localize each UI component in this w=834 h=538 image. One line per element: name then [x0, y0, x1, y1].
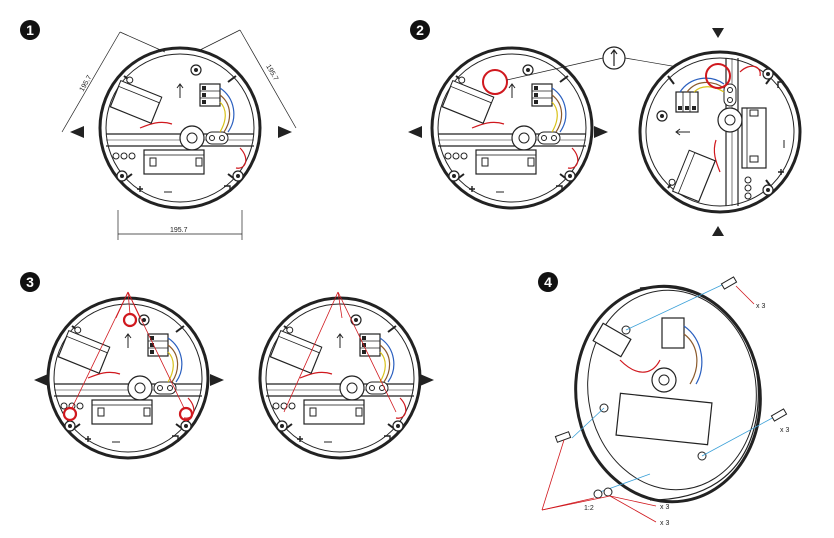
ratio-label: 1:2 — [584, 505, 594, 512]
top-screw-qty: x 3 — [756, 303, 765, 310]
step-4-red-leaders — [541, 285, 755, 523]
step-2-fixture-front — [430, 46, 594, 210]
step-1-side-arrows — [70, 126, 292, 138]
step-2-callout — [506, 46, 708, 81]
step-3-fixture-right — [258, 296, 422, 460]
step-2-side-arrows — [408, 126, 608, 138]
step-2-highlight-circle — [482, 69, 508, 95]
step-3-side-arrows — [34, 374, 434, 386]
step-3-leader-lines-right — [283, 291, 397, 413]
dimension-right-diagonal: 195.7 — [264, 64, 279, 83]
right-screw-qty: x 3 — [780, 427, 789, 434]
step-3-fixture-left — [46, 296, 210, 460]
step-4-screws — [554, 276, 788, 499]
step-2-fixture-rotated — [638, 50, 802, 214]
step-2-vertical-arrows — [712, 28, 724, 236]
dimension-bottom: 195.7 — [170, 227, 188, 234]
step-badge-2: 2 — [410, 20, 430, 40]
step-1-dimension-lines — [61, 29, 297, 240]
step-3-leader-lines-left — [71, 291, 185, 409]
step-1-fixture — [98, 46, 262, 210]
step-badge-1: 1 — [20, 20, 40, 40]
washer-qty-a: x 3 — [660, 504, 669, 511]
step-4-fixture-perspective — [574, 284, 762, 504]
washer-qty-b: x 3 — [660, 520, 669, 527]
step-2-rotated-highlight — [705, 63, 731, 89]
step-badge-3: 3 — [20, 272, 40, 292]
step-badge-4: 4 — [538, 272, 558, 292]
dimension-left-diagonal: 195.7 — [79, 74, 94, 93]
